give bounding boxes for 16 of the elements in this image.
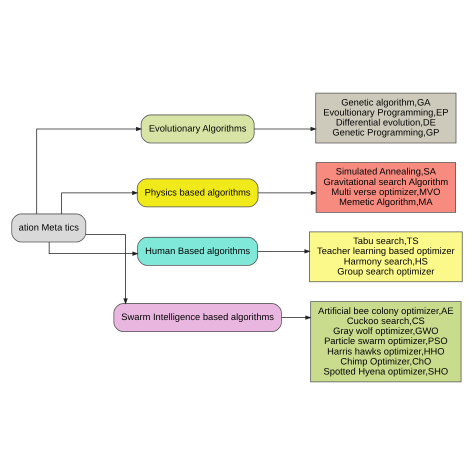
node-box: Evolutionary Algorithms — [140, 114, 255, 143]
arrow — [258, 190, 318, 195]
arrow — [281, 314, 312, 320]
node-box: Swarm Intelligence based algorithms — [113, 302, 282, 332]
node-box: Tabu search,TS Teacher learning based optimizer Harmony search,HS Group search optimizer — [309, 230, 463, 282]
arrow — [61, 190, 138, 214]
node-box: Simulated Annealing,SA Gravitational search Algorithm Multi verse optimizer,MVO Memetic Algorithm,MA — [316, 162, 456, 212]
arrow — [36, 126, 142, 214]
arrow — [257, 248, 311, 254]
node-box: Genetic algorithm,GA Evoultionary Programming,EP Differential evolution,DE Genetic Programming,GP — [315, 92, 456, 143]
node-box: Human Based algorithms — [137, 236, 258, 266]
arrow — [254, 126, 317, 131]
node-box: Artificial bee colony optimizer,AE Cuckoo search,CS Gray wolf optimizer,GWO Particle swarm optimizer,PSO Harris hawks optimizer,HHO Chimp Optimizer,ChO Spotted Hyena optimizer,SHO — [310, 300, 462, 382]
node-box: Physics based algorithms — [136, 178, 258, 207]
node-box: ation Meta tics — [11, 213, 86, 242]
arrow — [85, 234, 128, 304]
